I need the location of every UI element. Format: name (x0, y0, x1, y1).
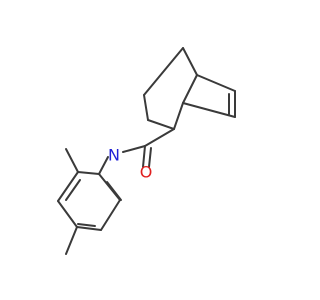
bond-c1-c7 (182, 47, 198, 76)
nitrogen-atom-label: N (108, 146, 120, 165)
oxygen-atom-label: O (140, 163, 153, 182)
bond-c7-c5 (196, 74, 236, 92)
bond-c6-c4 (182, 102, 236, 118)
bond-aromatic-inner-1 (106, 181, 122, 201)
bond-methyl-ortho (65, 148, 79, 173)
bond-carbonyl-o-2 (148, 147, 152, 168)
bond-methyl-para (65, 226, 78, 255)
bond-aromatic-inner-2 (77, 223, 96, 227)
bond-ar2-ar3 (100, 199, 121, 231)
bond-carbonyl-n (122, 145, 146, 153)
bond-ar3-ar4 (76, 226, 102, 231)
bond-ar6-ar1 (77, 171, 100, 175)
bond-n-aryl (98, 156, 109, 175)
bond-c2-c1 (143, 94, 149, 121)
bond-c3-carbonyl (144, 128, 175, 147)
bond-ar5-ar6 (57, 171, 79, 202)
molecule-structure: N O (57, 47, 236, 255)
bond-c3-c2 (147, 119, 175, 130)
bond-aromatic-inner-3 (65, 179, 81, 201)
bond-ar4-ar5 (57, 200, 78, 228)
bond-c1-c6 (143, 47, 184, 96)
bond-c7-c4 (182, 74, 198, 104)
bond-c4-c3 (173, 102, 184, 130)
bond-carbonyl-o-1 (142, 145, 146, 168)
